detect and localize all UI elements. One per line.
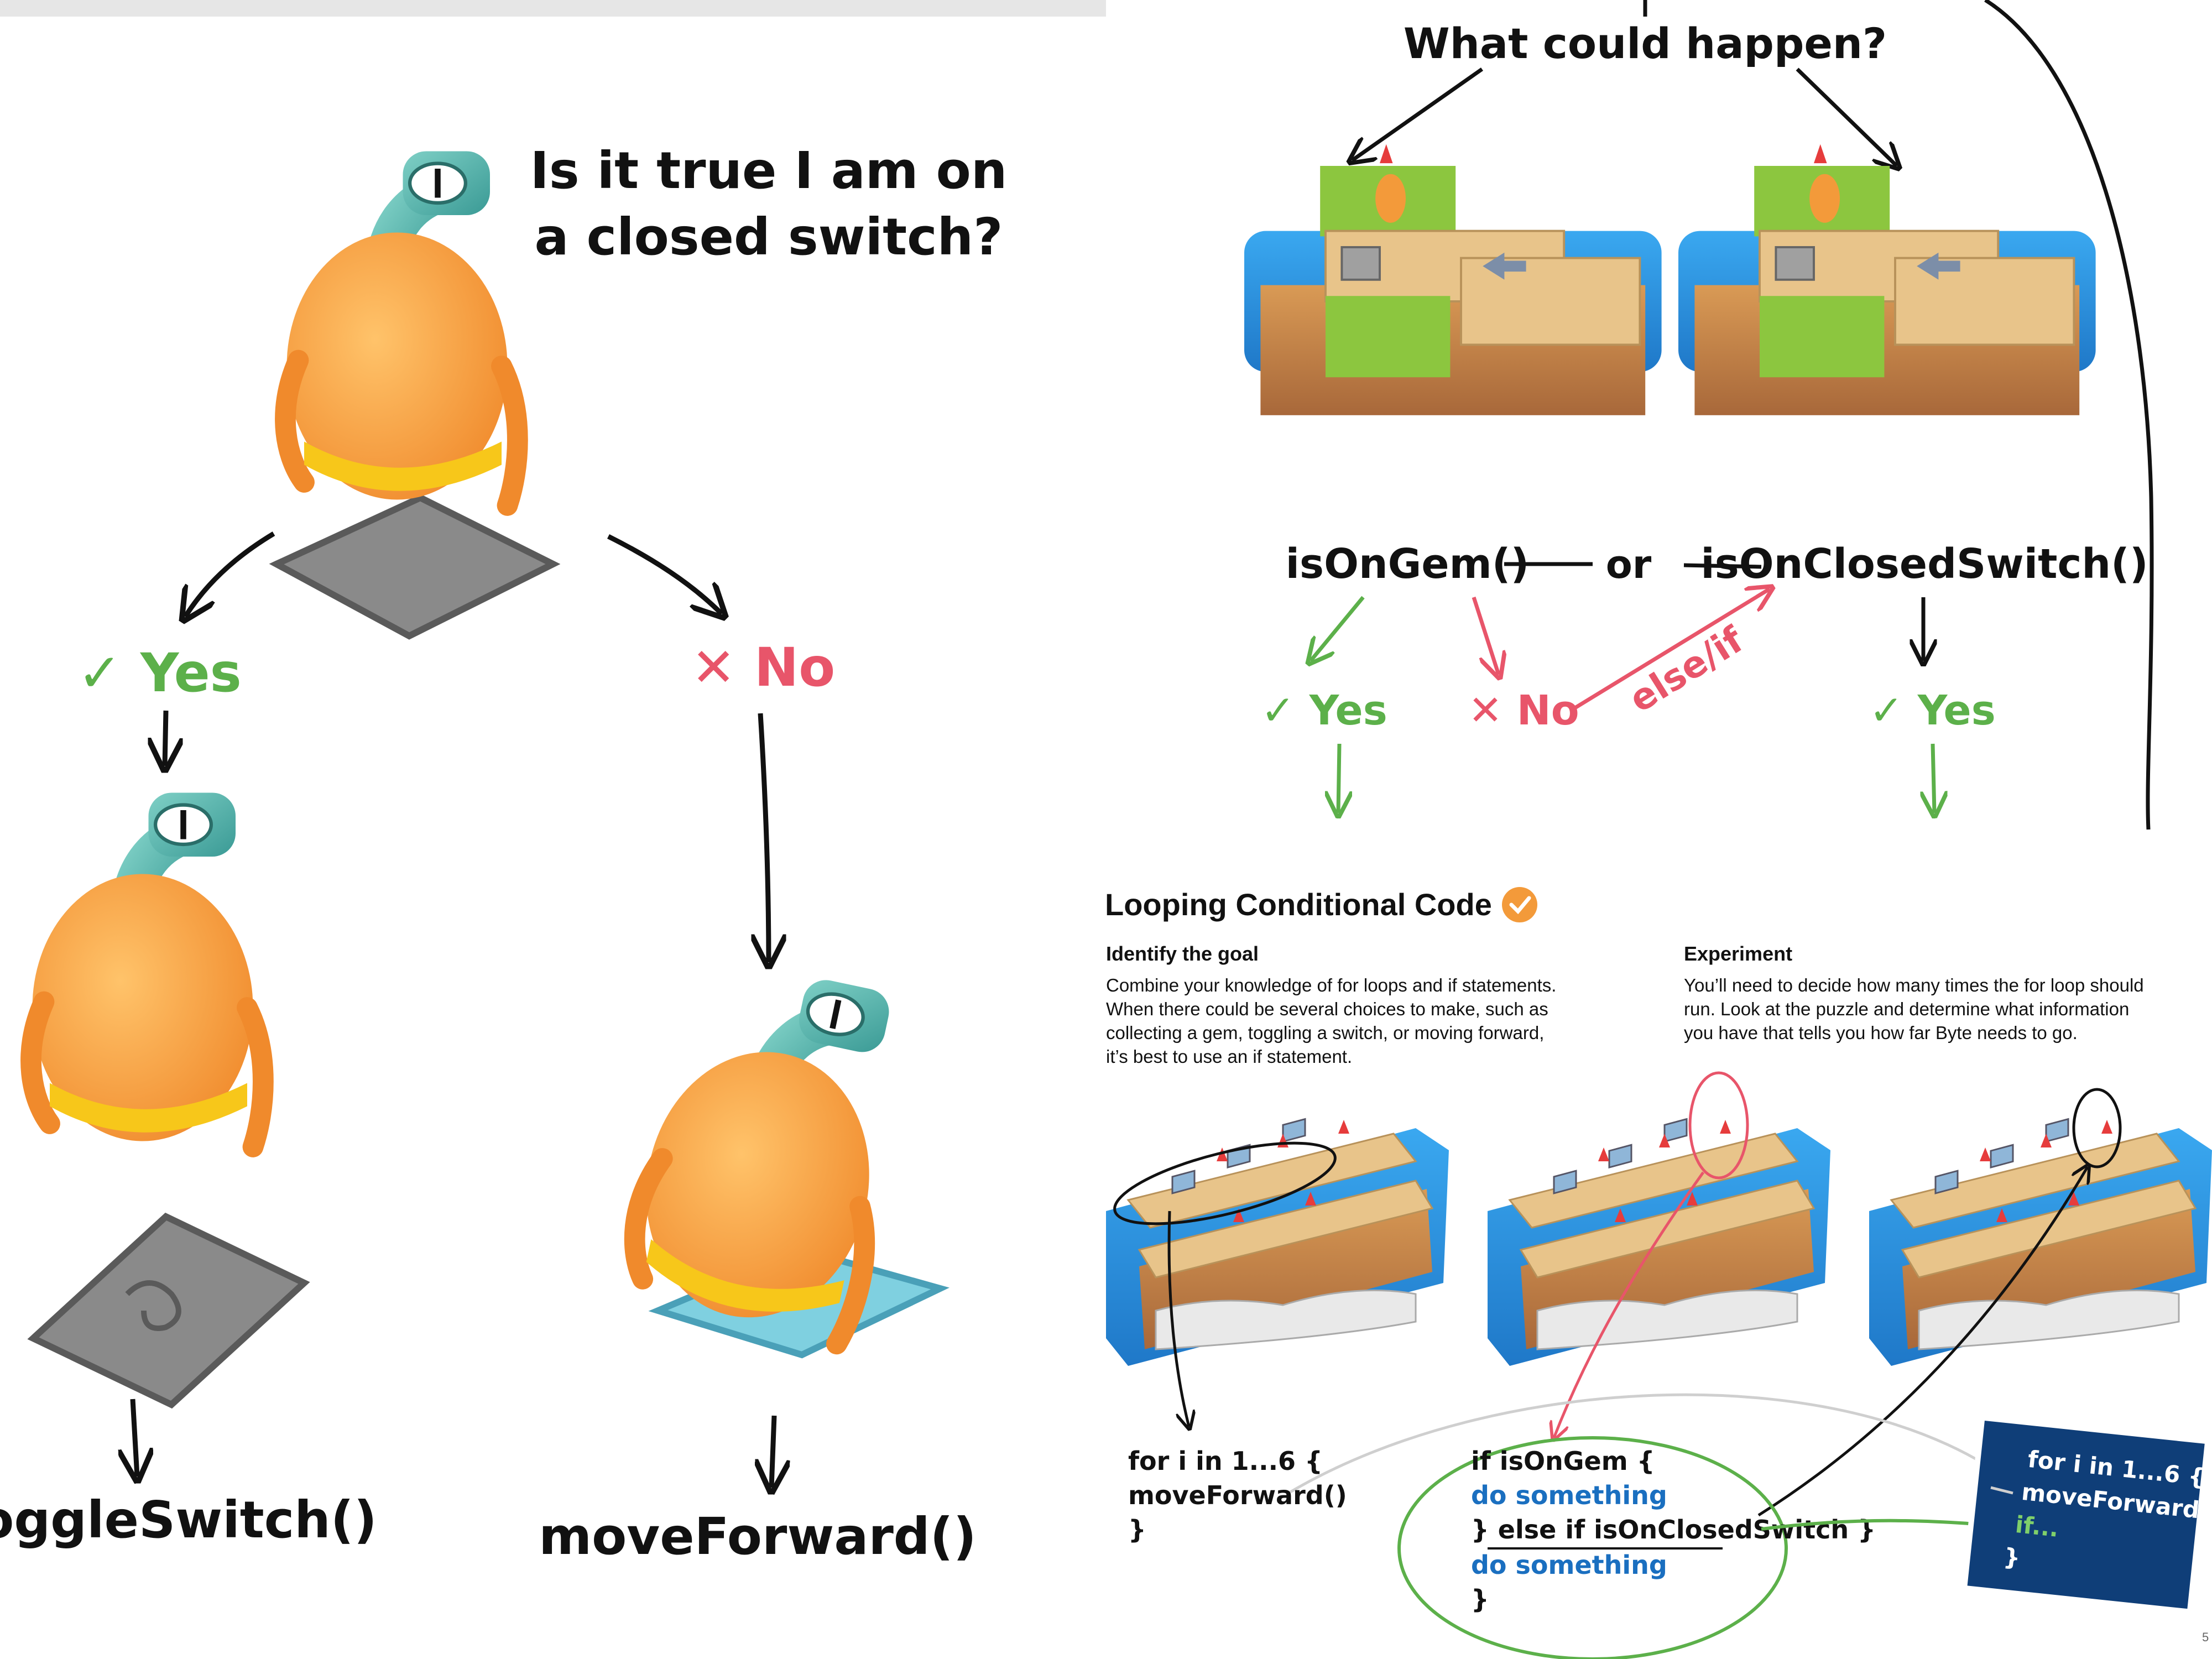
lesson-panel: Looping Conditional Code Identify the go… [1105, 887, 2212, 1659]
cond-is-on-gem: isOnGem() [1286, 540, 1530, 588]
arrow-gem-to-if [1554, 1171, 1705, 1438]
experiment-line-3: you have that tells you how far Byte nee… [1684, 1022, 2078, 1043]
highlight-byte-switch [2072, 1088, 2122, 1168]
code-card: for i in 1...6 { moveForward() if... } [1961, 1414, 2212, 1615]
arrow-to-toggle [133, 1399, 137, 1477]
what-could-happen: What could happen? [1404, 19, 1887, 68]
puzzle-scene-1 [1105, 1118, 1450, 1367]
if-line-5: } [1471, 1584, 1489, 1614]
question-line2: a closed switch? [534, 207, 1003, 267]
loop-line-3: } [1128, 1515, 1146, 1545]
card-line-4: } [2002, 1543, 2022, 1572]
goal-line-4: it’s best to use an if statement. [1106, 1046, 1352, 1067]
if-line-2: do something [1471, 1480, 1667, 1510]
or-label: or [1606, 542, 1652, 587]
if-line-1: if isOnGem { [1471, 1446, 1655, 1476]
no-label: ✕ No [691, 637, 835, 698]
experiment-line-2: run. Look at the puzzle and determine wh… [1684, 999, 2129, 1019]
arrow-to-gem-scene [1352, 67, 1484, 160]
line-or-switch [1683, 563, 1762, 569]
arrow-yes-down [165, 710, 166, 766]
arrow-else-if [1569, 589, 1770, 712]
highlight-byte-gem [1688, 1071, 1749, 1180]
arrow-to-no [607, 534, 722, 614]
switch-spiral-icon [125, 1280, 181, 1331]
cond-is-on-closed-switch: isOnClosedSwitch() [1700, 540, 2148, 588]
experiment-heading: Experiment [1684, 942, 1792, 965]
goal-line-2: When there could be several choices to m… [1106, 999, 1548, 1019]
arrow-to-switch-scene [1796, 67, 1897, 166]
byte-character-yes [31, 793, 263, 1147]
switch-tile-flipped [27, 1212, 310, 1409]
arrow-switch-yes-down [1933, 743, 1934, 813]
if-line-4: do something [1471, 1550, 1667, 1580]
page-number: 5 [2202, 1630, 2209, 1644]
arrow-else-to-switch [1757, 1167, 2088, 1517]
puzzle-scene-switch [1677, 143, 2097, 416]
highlight-loop-row [1113, 1141, 1337, 1225]
card-line-3: if... [2014, 1511, 2060, 1542]
arrow-gem-yes-down [1338, 743, 1339, 813]
byte-character-center [285, 152, 518, 506]
loop-line-1: for i in 1...6 { [1128, 1446, 1323, 1476]
puzzle-scene-2 [1486, 1118, 1832, 1367]
card-connector [1990, 1486, 2013, 1495]
arrow-to-move [771, 1415, 774, 1488]
goal-line-3: collecting a gem, toggling a switch, or … [1106, 1022, 1544, 1043]
goal-heading: Identify the goal [1106, 942, 1259, 965]
checkmark-glyph [1509, 896, 1531, 915]
left-panel: Is it true I am on a closed switch? ✓ Ye… [0, 141, 1007, 1566]
slide-shadow [0, 0, 1106, 17]
action-move-forward: moveForward() [539, 1507, 977, 1566]
if-line-3: } else if isOnClosedSwitch } [1471, 1515, 1876, 1545]
loop-line-2: moveForward() [1128, 1480, 1347, 1510]
right-top-panel: What could happen? isOnGem() or isOnClos… [1243, 0, 2154, 830]
goal-line-1: Combine your knowledge of for loops and … [1106, 975, 1556, 995]
gem-yes-label: ✓ Yes [1261, 687, 1387, 734]
puzzle-scene-gem [1243, 143, 1663, 416]
lesson-title: Looping Conditional Code [1105, 887, 1492, 922]
action-toggle-switch: toggleSwitch() [0, 1490, 377, 1550]
completed-check-icon [1502, 887, 1537, 922]
question-line1: Is it true I am on [530, 141, 1008, 200]
connector-arc [1287, 1393, 2020, 1495]
loop-back-curve [1984, 0, 2154, 830]
code-card-bg [1961, 1414, 2211, 1615]
arrow-row-to-loop [1167, 1211, 1189, 1427]
arrow-no-down [760, 713, 769, 962]
arrow-gem-yes [1311, 596, 1365, 661]
highlight-if-block [1397, 1436, 1788, 1659]
yes-label: ✓ Yes [77, 642, 242, 704]
switch-yes-label: ✓ Yes [1869, 687, 1996, 734]
arrow-gem-no [1472, 596, 1499, 675]
experiment-line-1: You’ll need to decide how many times the… [1684, 975, 2144, 995]
arrow-to-yes [185, 531, 275, 617]
gem-no-label: ✕ No [1468, 687, 1579, 734]
switch-tile-top [269, 494, 561, 640]
